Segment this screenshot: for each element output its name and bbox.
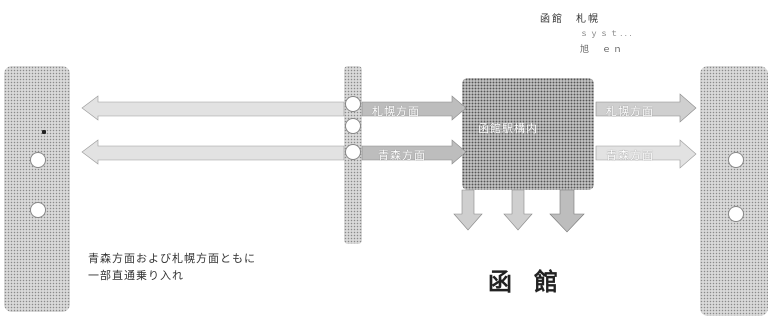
down-arrow-2 bbox=[503, 189, 533, 231]
legend-line-2: ｓｙｓｔ... bbox=[580, 29, 634, 38]
bottom-right-label: 青森方面 bbox=[606, 149, 654, 162]
bottom-mid-arrow bbox=[361, 139, 467, 165]
diagram-note: 青森方面および札幌方面ともに 一部直通乗り入れ bbox=[88, 250, 256, 284]
top-mid-arrow bbox=[361, 95, 467, 121]
down-arrow-3 bbox=[549, 189, 585, 233]
top-right-arrow bbox=[595, 93, 697, 123]
left-pillar-node-1 bbox=[30, 152, 46, 168]
right-pillar-node-2 bbox=[728, 206, 744, 222]
left-terminal-pillar bbox=[4, 66, 70, 312]
left-pillar-node-2 bbox=[30, 202, 46, 218]
top-mid-label: 札幌方面 bbox=[372, 105, 420, 118]
right-pillar-node-1 bbox=[728, 152, 744, 168]
bottom-right-arrow bbox=[595, 139, 697, 169]
mid-node-2 bbox=[345, 118, 361, 134]
legend-line-3: 旭 ｅｎ bbox=[580, 45, 625, 55]
bottom-left-arrow bbox=[81, 139, 345, 165]
note-line-2: 一部直通乗り入れ bbox=[88, 269, 184, 282]
mid-junction-pillar bbox=[344, 66, 362, 244]
legend-line-1: 函館 札幌 bbox=[540, 14, 600, 25]
top-right-label: 札幌方面 bbox=[606, 105, 654, 118]
bottom-mid-label: 青森方面 bbox=[378, 149, 426, 162]
top-left-arrow bbox=[81, 95, 345, 121]
mid-node-1 bbox=[345, 96, 361, 112]
left-marker-dot bbox=[42, 130, 46, 134]
station-yard-box bbox=[462, 78, 594, 190]
station-box-label: 函館駅構内 bbox=[478, 122, 538, 135]
down-arrow-1 bbox=[453, 189, 483, 231]
note-line-1: 青森方面および札幌方面ともに bbox=[88, 252, 256, 265]
mid-node-3 bbox=[345, 144, 361, 160]
right-terminal-pillar bbox=[700, 66, 768, 316]
station-title: 函館 bbox=[488, 267, 580, 296]
